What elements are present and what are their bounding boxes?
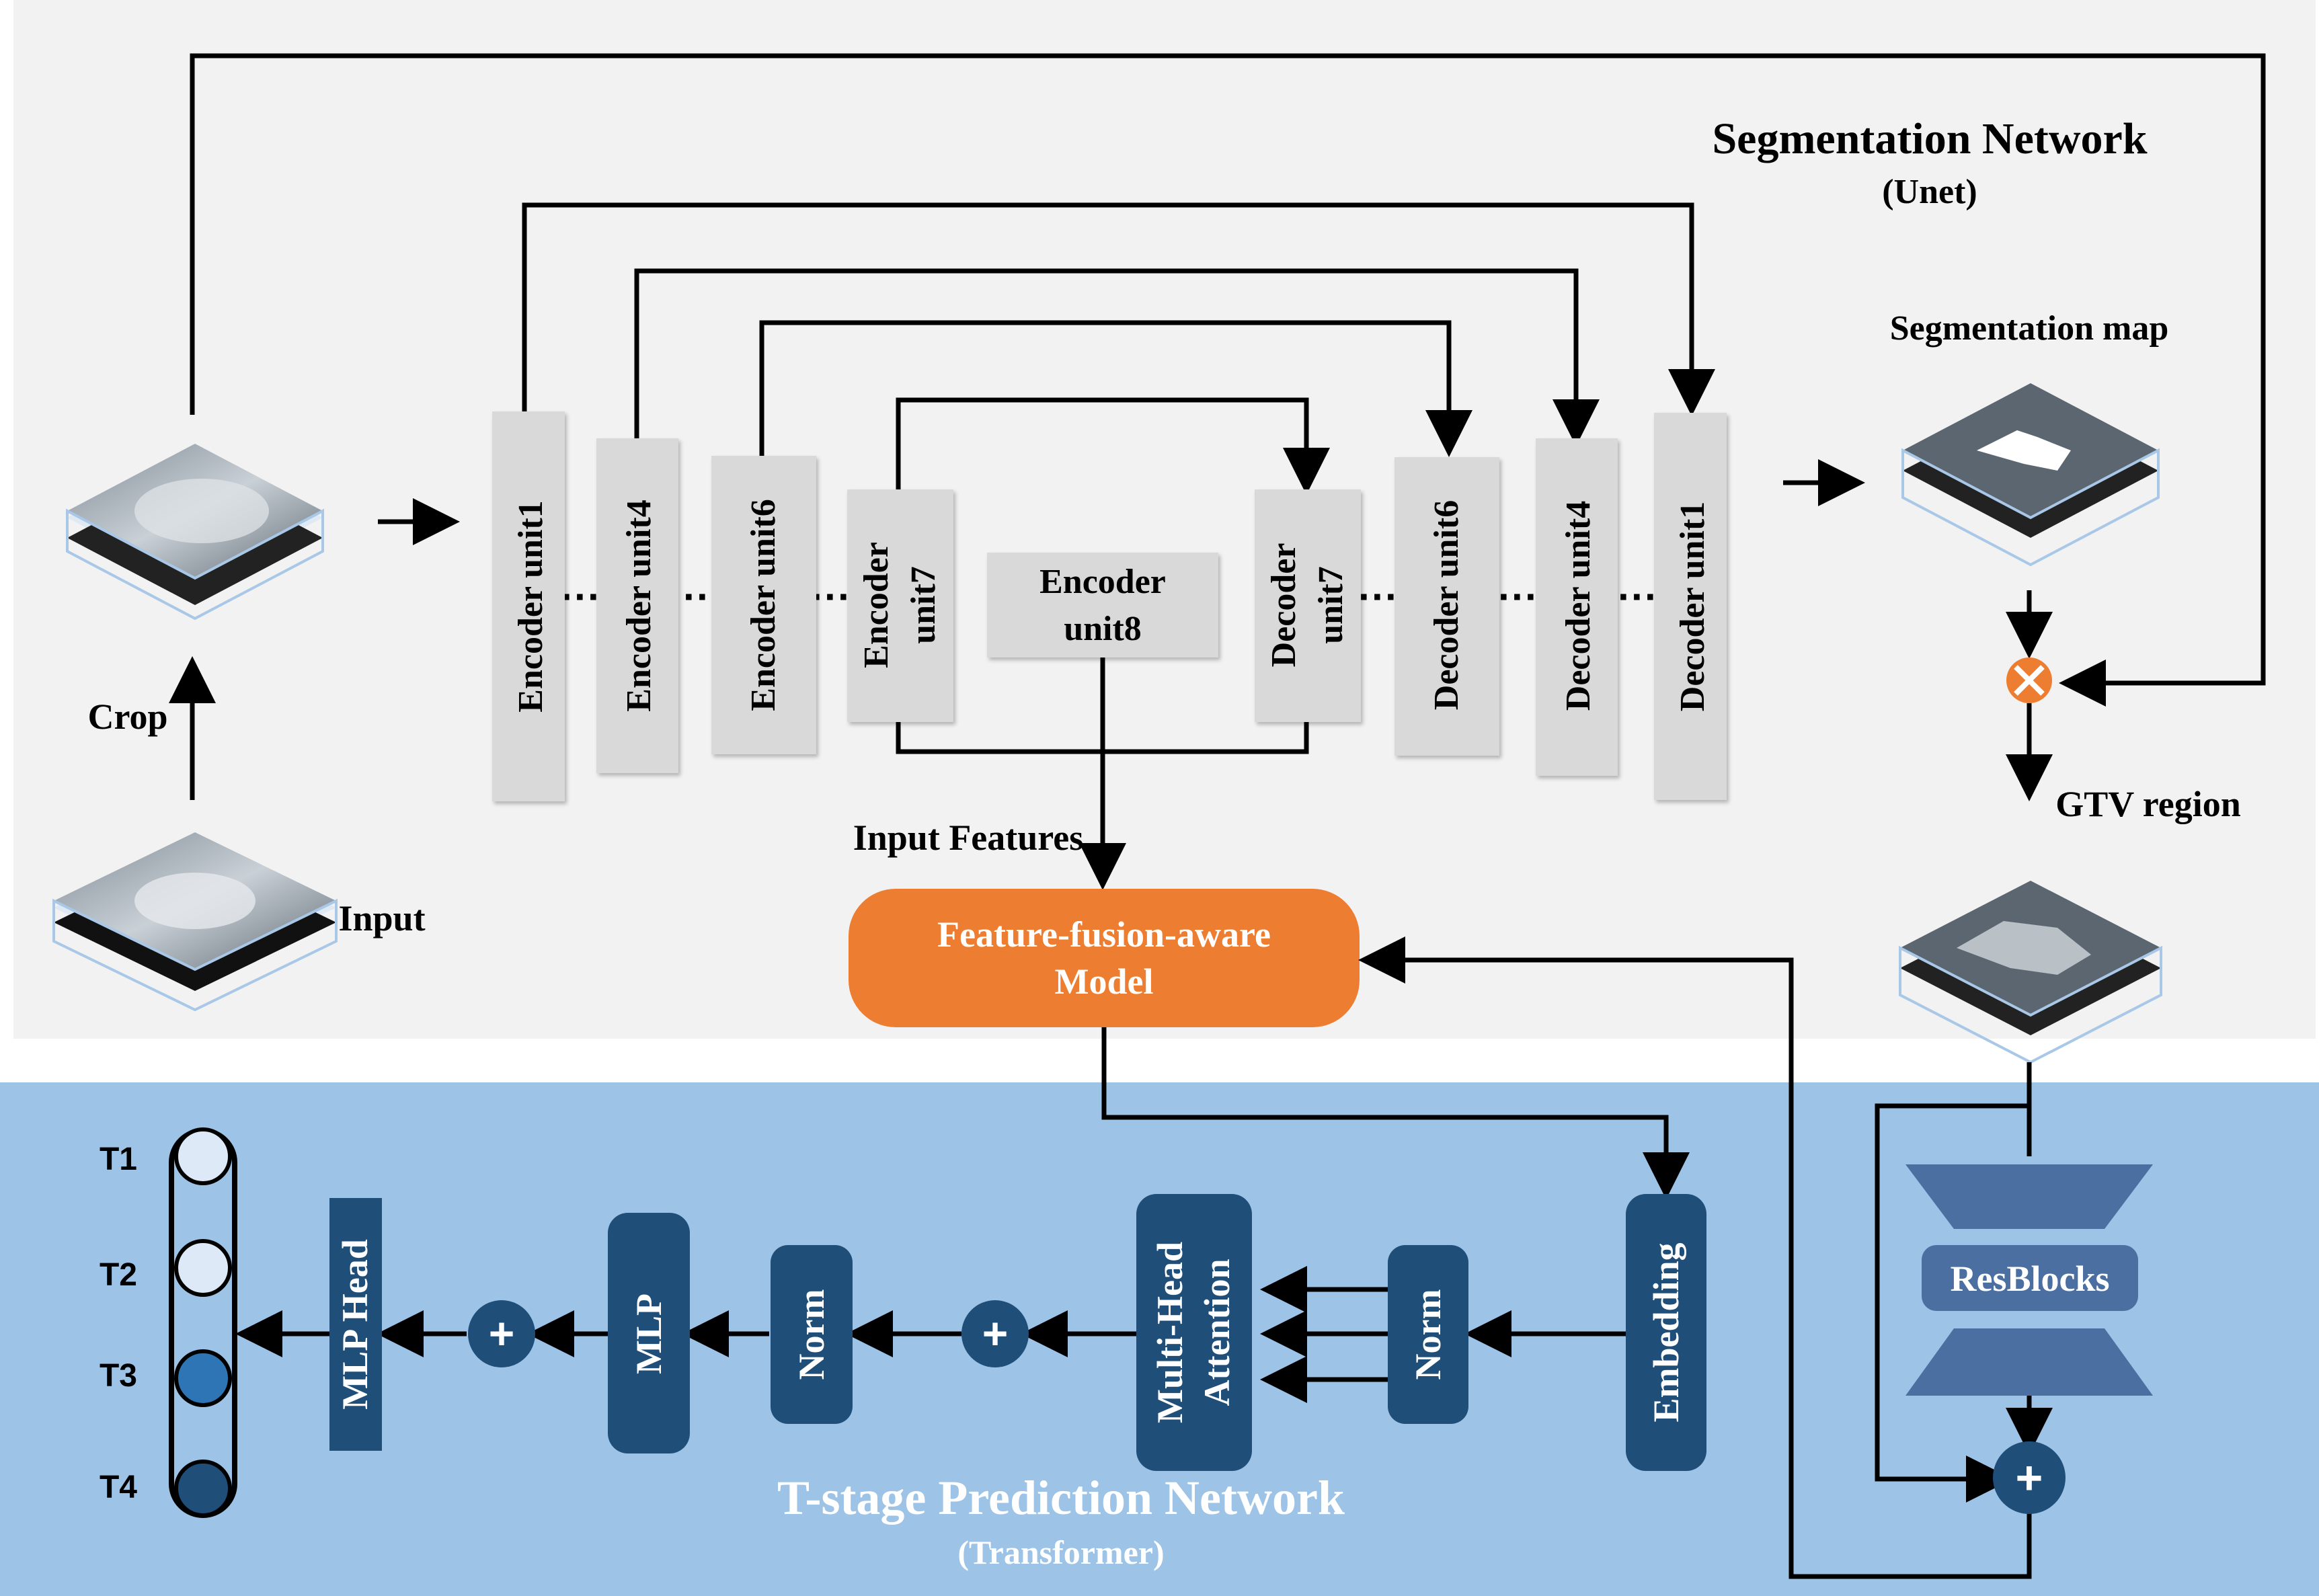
encoder-unit8: Encoder unit8 (987, 553, 1218, 657)
svg-text:Decoder unit1: Decoder unit1 (1674, 502, 1712, 711)
norm-block-1: Norm (1388, 1245, 1468, 1424)
plus-node-1: + (961, 1300, 1029, 1367)
dotted-separators: ··· ··· ··· ··· ··· ··· (561, 574, 1658, 619)
class-t2-label: T2 (100, 1257, 137, 1293)
svg-text:···: ··· (1618, 574, 1658, 619)
svg-text:Norm: Norm (791, 1289, 832, 1380)
input-image-slab (52, 832, 338, 1012)
segmentation-title: Segmentation Network (1712, 114, 2147, 163)
svg-text:Feature-fusion-aware: Feature-fusion-aware (937, 914, 1271, 955)
segmentation-map-slab (1901, 383, 2160, 567)
tstage-title: T-stage Prediction Network (777, 1471, 1345, 1525)
decoder-unit4: Decoder unit4 (1536, 438, 1618, 776)
svg-text:Encoder: Encoder (857, 542, 896, 668)
svg-text:MLP Head: MLP Head (335, 1239, 375, 1410)
class-t4-label: T4 (100, 1470, 137, 1505)
skip-1 (522, 202, 1715, 416)
svg-text:Attention: Attention (1197, 1259, 1237, 1406)
encoder-unit4: Encoder unit4 (596, 438, 678, 773)
svg-text:Decoder unit4: Decoder unit4 (1559, 501, 1598, 711)
svg-text:Embedding: Embedding (1646, 1242, 1686, 1422)
res-to-fusion (1358, 936, 2032, 1579)
svg-text:···: ··· (811, 574, 851, 619)
res-decoder-trapezoid (1905, 1328, 2153, 1396)
crop-label: Crop (87, 696, 167, 737)
skip-6 (759, 320, 1472, 457)
plus-node-2: + (468, 1300, 535, 1367)
class-t3-node (174, 1349, 232, 1407)
encoder-unit7: Encoder unit7 (847, 489, 953, 722)
class-t3-label: T3 (100, 1358, 137, 1394)
svg-text:Decoder: Decoder (1265, 543, 1303, 668)
res-plus-node: + (1993, 1441, 2066, 1514)
svg-text:Multi-Head: Multi-Head (1150, 1242, 1190, 1423)
resblocks-box (1922, 1245, 2138, 1311)
svg-text:unit7: unit7 (904, 566, 943, 644)
crop-loop-wire (190, 53, 2266, 707)
class-t4-node (174, 1460, 232, 1517)
svg-text:ResBlocks: ResBlocks (1950, 1259, 2109, 1299)
decoder-unit1: Decoder unit1 (1654, 413, 1727, 800)
svg-text:Encoder unit6: Encoder unit6 (744, 499, 783, 711)
class-t1-label: T1 (100, 1142, 137, 1177)
decoder-unit6: Decoder unit6 (1394, 457, 1499, 756)
input-label: Input (338, 898, 425, 939)
svg-text:Model: Model (1055, 961, 1154, 1002)
output-class-column: T1 T2 T3 T4 (100, 1127, 237, 1518)
svg-text:···: ··· (1358, 574, 1399, 619)
decoder-unit7: Decoder unit7 (1255, 489, 1361, 722)
mlp-block: MLP (608, 1213, 690, 1453)
multi-head-attention-block: Multi-Head Attention (1136, 1194, 1252, 1471)
class-t1-node (174, 1127, 232, 1185)
encoder-unit6: Encoder unit6 (711, 456, 816, 754)
svg-text:+: + (489, 1308, 515, 1358)
svg-text:+: + (982, 1308, 1009, 1358)
segmentation-subtitle: (Unet) (1882, 173, 1977, 211)
res-encoder-trapezoid (1905, 1164, 2153, 1229)
fusion-to-embedding (1101, 1027, 1690, 1199)
svg-text:Encoder unit1: Encoder unit1 (512, 500, 550, 712)
feature-fusion-model: Feature-fusion-aware Model (849, 889, 1360, 1027)
svg-text:Encoder: Encoder (1039, 563, 1166, 601)
norm-block-2: Norm (771, 1245, 853, 1424)
svg-text:Decoder unit6: Decoder unit6 (1427, 500, 1466, 710)
mlp-head-block: MLP Head (329, 1198, 382, 1451)
resblocks-module: ResBlocks (1905, 1164, 2153, 1396)
tstage-subtitle: (Transformer) (957, 1533, 1164, 1571)
svg-text:Norm: Norm (1408, 1289, 1448, 1380)
skip-connections (169, 53, 2266, 890)
skip-7 (896, 397, 1330, 495)
embedding-block: Embedding (1626, 1194, 1706, 1471)
input-features-label: Input Features (853, 817, 1084, 858)
bottom-wires (235, 936, 2053, 1579)
svg-text:unit8: unit8 (1064, 610, 1142, 648)
class-t2-node (174, 1239, 232, 1297)
svg-text:Encoder unit4: Encoder unit4 (620, 500, 658, 711)
skip-4 (634, 268, 1600, 446)
svg-text:···: ··· (1498, 574, 1538, 619)
svg-text:···: ··· (561, 574, 601, 619)
cropped-image-slab (66, 444, 324, 621)
svg-text:unit7: unit7 (1312, 566, 1350, 644)
svg-text:MLP: MLP (629, 1293, 669, 1374)
gtv-region-slab (1899, 881, 2162, 1064)
svg-text:+: + (2016, 1451, 2043, 1504)
gtv-region-label: GTV region (2055, 784, 2241, 824)
encoder-unit1: Encoder unit1 (492, 411, 565, 801)
multiply-node (2006, 657, 2052, 703)
segmentation-map-label: Segmentation map (1890, 309, 2169, 348)
